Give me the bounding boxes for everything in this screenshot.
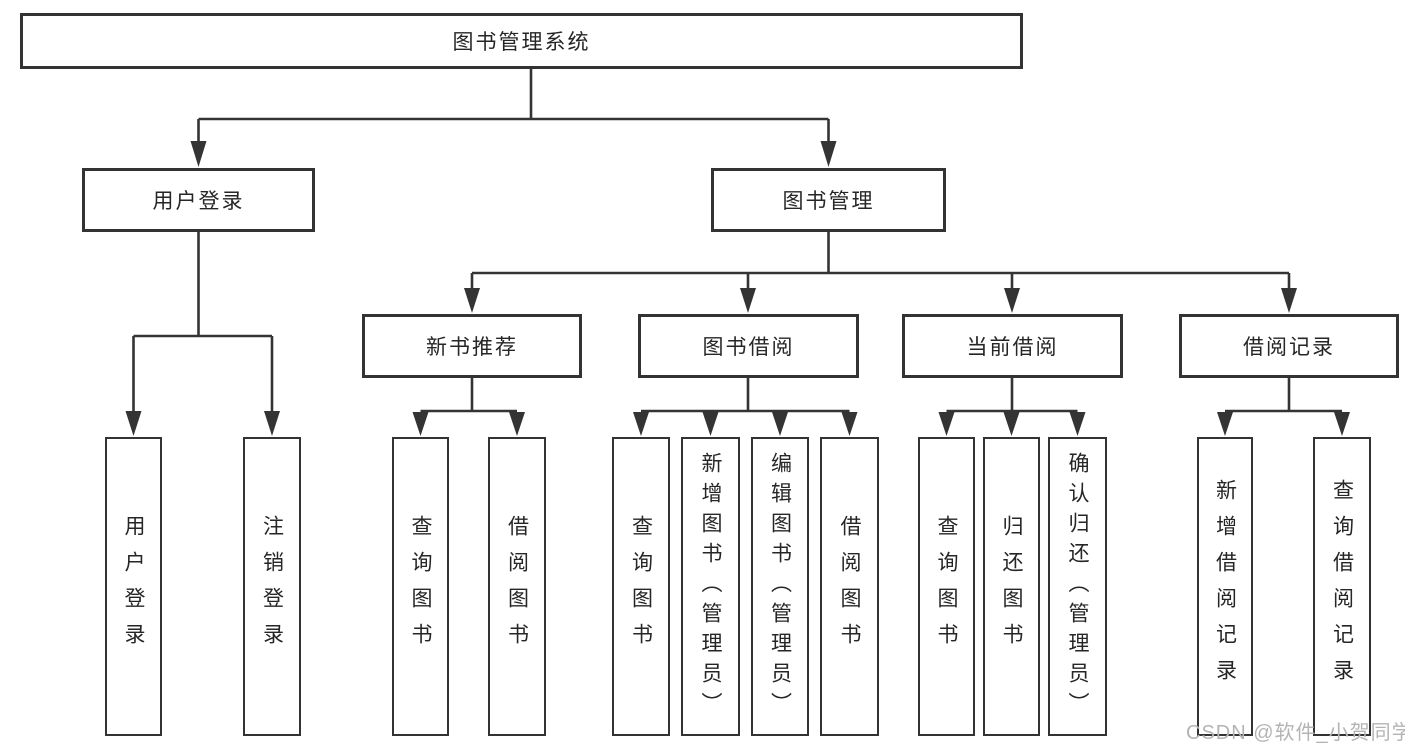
leaf-label: 编辑图书（管理员） — [768, 451, 792, 722]
arrowhead — [633, 412, 649, 436]
arrowhead — [820, 141, 837, 167]
node-user-login: 用户登录 — [82, 168, 315, 232]
leaf-label: 查询图书 — [409, 514, 432, 659]
arrowhead — [1281, 288, 1297, 313]
leaf-label: 借阅图书 — [505, 514, 529, 659]
leaf-logout: 注销登录 — [243, 437, 301, 736]
leaf-query-books-current: 查询图书 — [918, 437, 975, 736]
leaf-label: 注销登录 — [260, 514, 284, 659]
node-label: 用户登录 — [152, 190, 245, 213]
arrowhead — [841, 412, 858, 436]
leaf-add-books-admin: 新增图书（管理员） — [681, 437, 740, 736]
arrowhead — [190, 141, 207, 167]
leaf-label: 查询图书 — [629, 514, 653, 659]
leaf-confirm-return-admin: 确认归还（管理员） — [1048, 437, 1107, 736]
arrowhead — [1334, 412, 1350, 436]
node-book-borrowing: 图书借阅 — [638, 314, 859, 378]
arrowhead — [509, 412, 525, 436]
leaf-label: 归还图书 — [1000, 514, 1023, 659]
arrowhead — [1004, 288, 1020, 313]
node-current-borrowing: 当前借阅 — [902, 314, 1123, 378]
leaf-user-login: 用户登录 — [105, 437, 162, 736]
arrowhead — [264, 411, 280, 436]
arrowhead — [125, 411, 142, 436]
node-label: 借阅记录 — [1243, 336, 1335, 359]
leaf-label: 借阅图书 — [838, 514, 861, 659]
leaf-add-borrow-record: 新增借阅记录 — [1197, 437, 1253, 736]
node-borrowing-records: 借阅记录 — [1179, 314, 1399, 378]
arrowhead — [1069, 412, 1086, 436]
node-new-book-recommend: 新书推荐 — [362, 314, 582, 378]
leaf-label: 查询图书 — [935, 514, 958, 659]
leaf-label: 新增借阅记录 — [1213, 478, 1237, 695]
arrowhead — [464, 288, 480, 313]
node-root-system: 图书管理系统 — [20, 13, 1023, 69]
node-book-management: 图书管理 — [711, 168, 946, 232]
arrowhead — [938, 412, 955, 436]
leaf-query-books-borrowing: 查询图书 — [612, 437, 670, 736]
node-label: 图书借阅 — [702, 336, 795, 359]
leaf-borrow-books-recommend: 借阅图书 — [488, 437, 546, 736]
leaf-label: 确认归还（管理员） — [1066, 451, 1089, 722]
leaf-label: 查询借阅记录 — [1330, 478, 1354, 695]
node-label: 新书推荐 — [426, 336, 518, 359]
node-label: 图书管理 — [782, 190, 875, 213]
arrowhead — [740, 288, 756, 313]
leaf-return-books: 归还图书 — [983, 437, 1040, 736]
leaf-borrow-books: 借阅图书 — [820, 437, 879, 736]
leaf-label: 用户登录 — [122, 514, 145, 659]
leaf-edit-books-admin: 编辑图书（管理员） — [751, 437, 809, 736]
arrowhead — [412, 412, 429, 436]
node-label: 当前借阅 — [966, 336, 1059, 359]
arrowhead — [1003, 412, 1020, 436]
leaf-query-books-recommend: 查询图书 — [392, 437, 449, 736]
arrowhead — [1217, 412, 1233, 436]
node-label: 图书管理系统 — [452, 31, 591, 54]
leaf-label: 新增图书（管理员） — [699, 451, 722, 722]
arrowhead — [772, 412, 788, 436]
arrowhead — [702, 412, 719, 436]
leaf-query-borrow-record: 查询借阅记录 — [1313, 437, 1371, 736]
watermark-text: CSDN @软件_小贺同学 — [1186, 722, 1405, 744]
